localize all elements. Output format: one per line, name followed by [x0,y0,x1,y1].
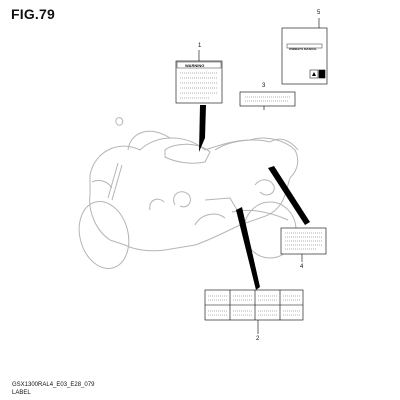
figure-code: GSX1300RAL4_E03_E28_079 [12,382,95,388]
callout-1: 1 [198,43,202,49]
callout-3: 3 [262,83,266,89]
callout-4: 4 [300,264,304,270]
section-label: LABEL [12,390,31,396]
label-3 [239,91,296,107]
warning-label-text: WARNING [185,63,205,68]
callout-5: 5 [317,10,321,16]
callout-2: 2 [256,336,260,342]
motorcycle-outline [78,117,299,269]
label-5-manual [281,27,328,85]
pointer-arrows [199,105,310,290]
label-4 [280,227,327,255]
label-1-warning [175,60,223,104]
figure-title: FIG.79 [11,6,55,22]
label-2 [204,289,304,321]
manual-label-text: OWNER'S MANUAL [289,47,318,51]
